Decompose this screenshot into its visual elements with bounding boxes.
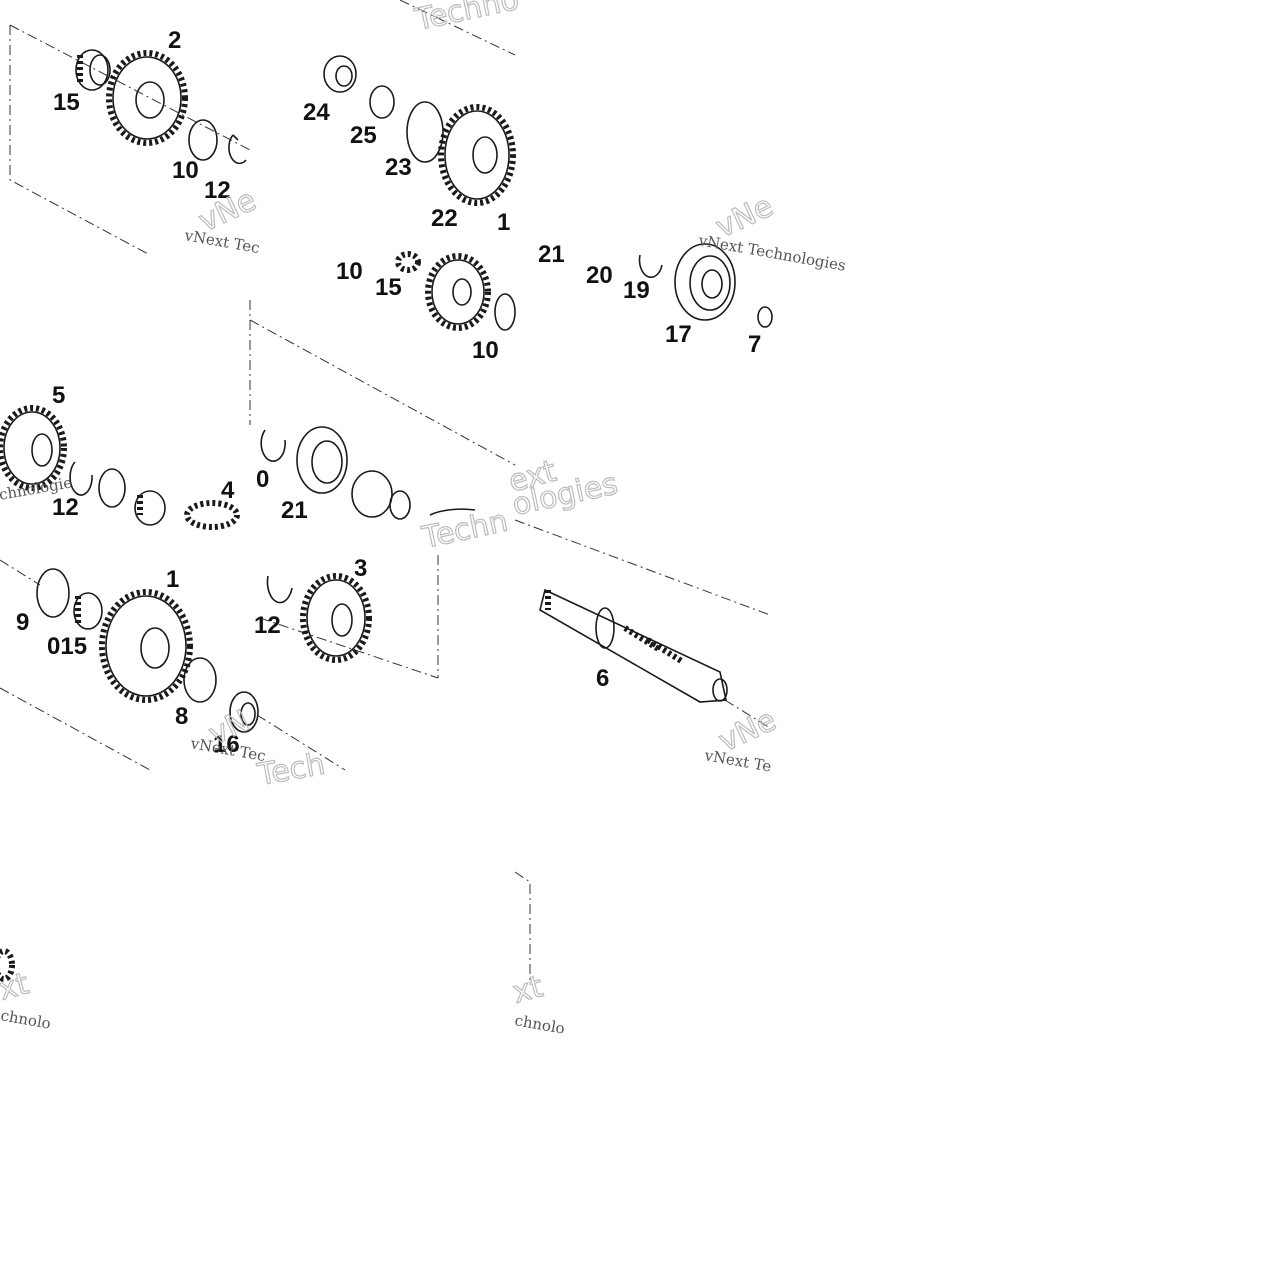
callout-9: 9 [16,609,29,636]
circlip-fragment-part [638,254,663,278]
callout-0-fragment: 0 [256,466,269,493]
watermark-logo-text: Techn [418,504,511,556]
callout-1-fragment: 1 [497,209,510,236]
main-shaft-part [539,588,728,703]
panel-top-left [9,24,251,256]
watermark-text: chnolo [0,1006,52,1033]
panel-lower-left [0,559,259,771]
sprocket-part [438,104,516,206]
gear-4-fragment-part [184,500,240,530]
gear-small-part [425,253,491,331]
gear-1-part [99,589,193,703]
gear-5-part [0,405,67,491]
bearing-lower-part [229,691,259,733]
callout-21: 21 [281,497,308,524]
shim-part [36,568,70,618]
callout-12: 12 [204,177,231,204]
watermark-logo-text: vNe [714,703,782,760]
callout-4: 4 [221,477,235,504]
sleeve-fragment-part [429,508,476,516]
needle-bearing-lower-part [73,592,103,630]
needle-bearing-part [75,49,111,91]
callout-6: 6 [596,665,609,692]
small-nut-part [757,306,773,328]
callout-12-c: 12 [254,612,281,639]
bushing-part [351,470,393,518]
panel-right-top [638,243,773,328]
gear-3-part [300,573,372,663]
watermark-text: vNext Technologies [696,231,847,275]
ring-part [389,490,411,520]
bearing-fragment-part [395,251,421,273]
gear-part [106,50,188,146]
bearing-bottom-fragment-part [0,948,15,982]
washer-part [188,119,218,161]
panel-middle-left [0,405,240,530]
callout-15-b: 15 [375,274,402,301]
circlip-lower-part [266,575,293,604]
nut-part [323,55,357,93]
circlip-center-part [260,429,286,462]
callout-24: 24 [303,99,330,126]
callout-16: 16 [213,731,240,758]
washer-fragment-part [494,293,516,331]
callout-2: 2 [168,27,181,54]
callout-3: 3 [354,555,367,582]
panel-center [249,300,516,520]
spacer-part [369,85,395,119]
watermark-logo-text: vNe [711,189,779,246]
callout-7: 7 [748,331,761,358]
callout-10-b: 10 [336,258,363,285]
watermark-logo-text: xt [0,966,33,1008]
callouts: 2 15 10 12 24 25 23 22 1 10 15 10 21 20 … [16,27,761,758]
callout-5: 5 [52,382,65,409]
callout-10: 10 [172,157,199,184]
watermark-logo-text: xt [509,969,547,1011]
watermark-text: chnolo [513,1011,566,1038]
callout-20: 20 [586,262,613,289]
callout-17: 17 [665,321,692,348]
callout-10-c: 10 [472,337,499,364]
watermarks: vNext Tec vNext Technologies chnologie v… [0,0,847,1038]
callout-19: 19 [623,277,650,304]
seal-bearing-part [296,426,348,494]
callout-23: 23 [385,154,412,181]
needle-bearing-left-part [134,490,166,526]
panel-bottom-fragments [0,871,531,985]
panel-top-middle [323,0,516,206]
ball-bearing-part [674,243,736,321]
circlip-part [228,134,247,165]
callout-21-fragment: 21 [538,241,565,268]
lock-washer-part [406,101,444,163]
callout-8: 8 [175,703,188,730]
callout-25: 25 [350,122,377,149]
thrust-washer-part [183,657,217,703]
panel-middle-fragment [395,251,516,331]
callout-015: 015 [47,633,87,660]
callout-15: 15 [53,89,80,116]
callout-12-b: 12 [52,494,79,521]
panel-lower-right [514,519,771,729]
callout-22: 22 [431,205,458,232]
callout-1: 1 [166,566,179,593]
circlip-left-part [69,461,93,496]
washer-left-part [98,468,126,508]
panel-lower-middle [256,555,439,771]
